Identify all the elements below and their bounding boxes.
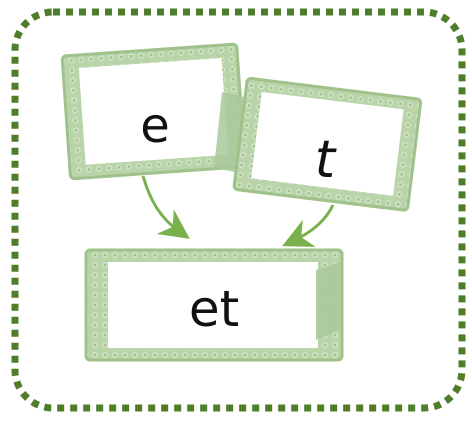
- arrow-right: [282, 204, 335, 247]
- dotted-border: [11, 8, 466, 412]
- letter-t: t: [315, 130, 337, 190]
- letters-et: et: [189, 280, 239, 338]
- letter-e: e: [140, 98, 170, 154]
- card-letter-e: [60, 42, 247, 181]
- card-letters-et: [84, 248, 344, 362]
- arrow-left: [141, 175, 190, 239]
- card-letter-t: [232, 77, 423, 212]
